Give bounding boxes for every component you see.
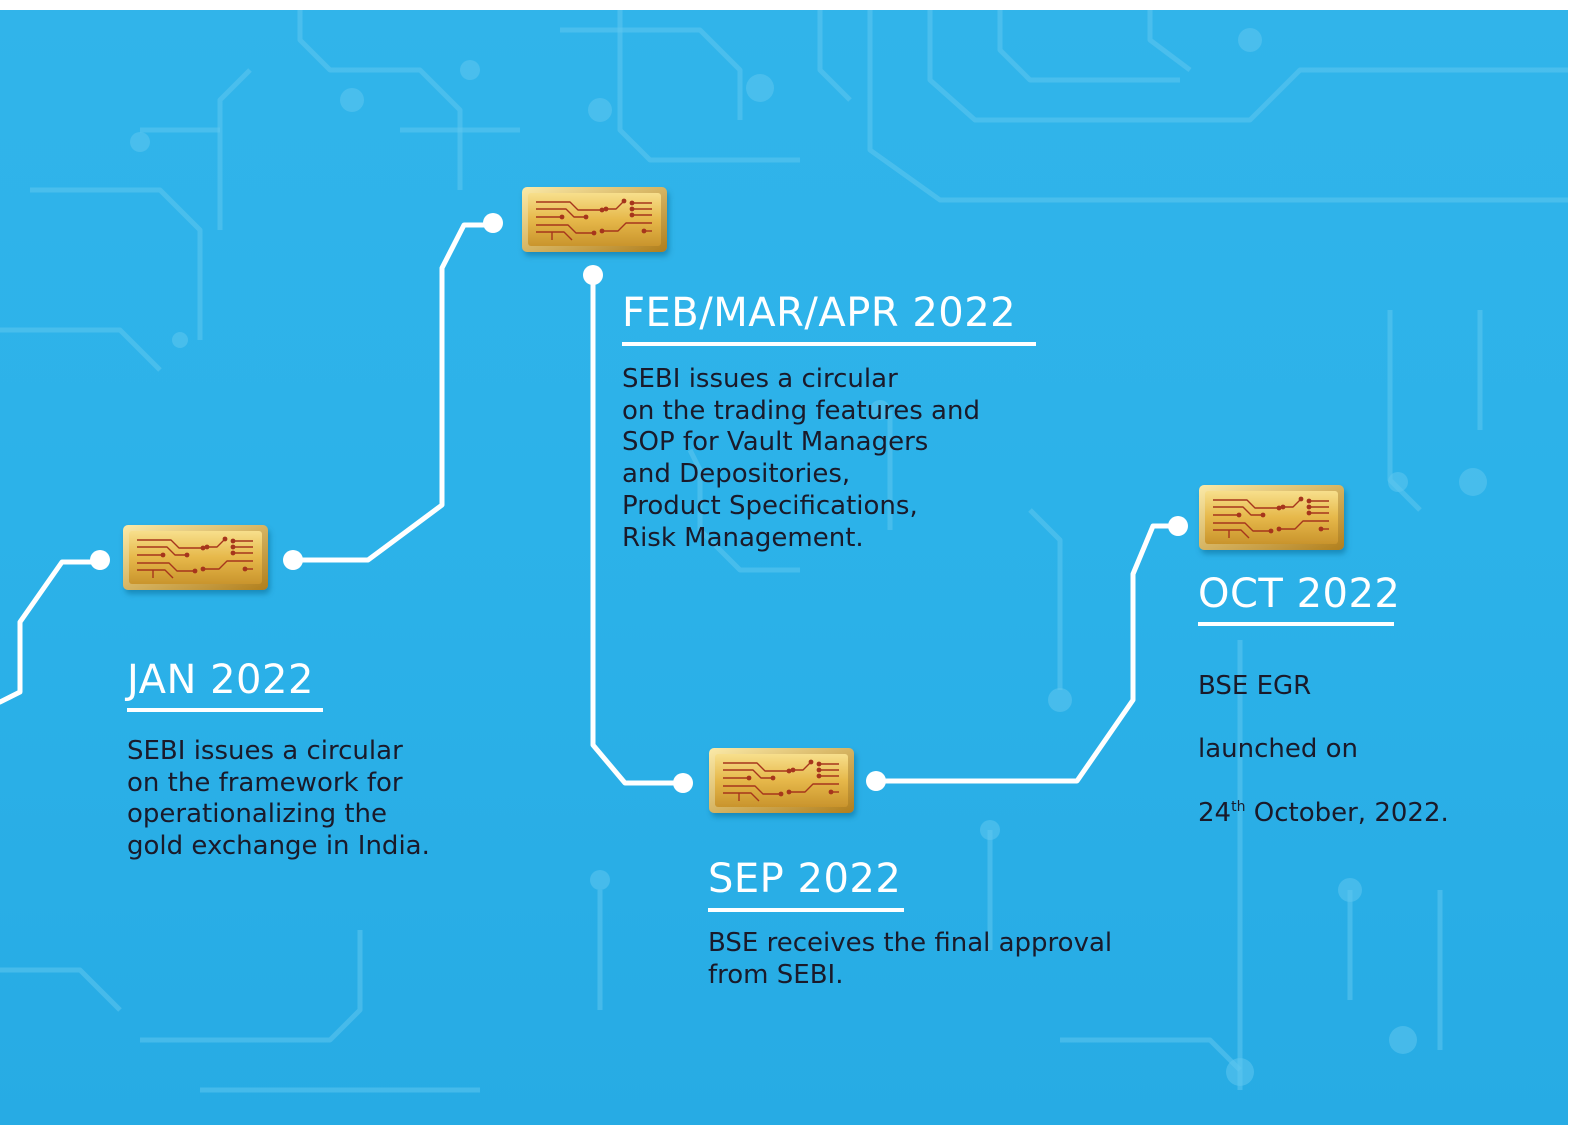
oct-line-1: BSE EGR bbox=[1198, 670, 1312, 701]
milestone-underline-oct bbox=[1198, 622, 1394, 626]
milestone-description-jan: SEBI issues a circular on the framework … bbox=[127, 736, 430, 862]
circle-node-icon bbox=[583, 265, 603, 285]
gold-bar-chip-icon bbox=[708, 747, 855, 814]
milestone-underline-feb bbox=[622, 342, 1036, 346]
oct-launch-date: 24th October, 2022. bbox=[1198, 798, 1449, 830]
circle-node-icon bbox=[673, 773, 693, 793]
milestone-underline-jan bbox=[127, 708, 323, 712]
circle-node-icon bbox=[866, 771, 886, 791]
milestone-description-oct: BSE EGR launched on 24th October, 2022. bbox=[1198, 639, 1449, 861]
milestone-title-sep: SEP 2022 bbox=[708, 856, 902, 902]
gold-bar-chip-icon bbox=[521, 186, 668, 253]
milestone-description-sep: BSE receives the final approval from SEB… bbox=[708, 928, 1113, 990]
oct-date-rest: October, 2022. bbox=[1245, 797, 1449, 828]
circle-node-icon bbox=[1168, 516, 1188, 536]
milestone-title-feb: FEB/MAR/APR 2022 bbox=[622, 290, 1017, 336]
milestone-underline-sep bbox=[708, 908, 904, 912]
milestone-title-jan: JAN 2022 bbox=[127, 657, 314, 703]
oct-line-2: launched on bbox=[1198, 734, 1359, 765]
connector-line-sep-oct bbox=[873, 523, 1181, 784]
gold-bar-chip-icon bbox=[1198, 484, 1345, 551]
oct-date-suffix: th bbox=[1231, 798, 1246, 815]
circle-node-icon bbox=[90, 550, 110, 570]
connector-line-start bbox=[0, 559, 103, 705]
circuit-pattern-background bbox=[0, 10, 1568, 1093]
milestone-description-feb: SEBI issues a circular on the trading fe… bbox=[622, 364, 980, 553]
milestone-title-oct: OCT 2022 bbox=[1198, 571, 1401, 617]
connector-line-jan-feb bbox=[290, 222, 496, 563]
oct-date-day: 24 bbox=[1198, 797, 1232, 828]
gold-bar-chip-icon bbox=[122, 524, 269, 591]
circle-node-icon bbox=[483, 213, 503, 233]
circle-node-icon bbox=[283, 550, 303, 570]
connector-line-feb-sep bbox=[590, 272, 686, 786]
